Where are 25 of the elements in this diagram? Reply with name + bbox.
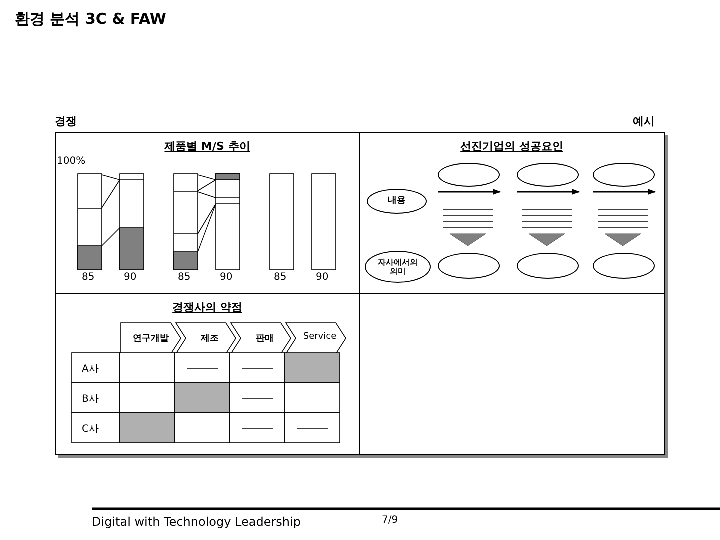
- chevron-label: 연구개발: [132, 333, 170, 345]
- section-label: 경쟁: [55, 114, 77, 129]
- panel-heading: 제품별 M/S 추이: [164, 139, 252, 154]
- section-label: 예시: [633, 114, 655, 129]
- oval-label: 내용: [367, 189, 427, 214]
- row-label: A사: [82, 363, 99, 376]
- panel-heading: 경쟁사의 약점: [172, 300, 244, 315]
- axis-label: 85: [178, 272, 191, 283]
- chevron-label: 제조: [200, 333, 220, 345]
- axis-label: 90: [220, 272, 233, 283]
- panel-heading: 선진기업의 성공요인: [460, 139, 564, 154]
- axis-label: 90: [124, 272, 137, 283]
- chevron-label: Service: [302, 332, 338, 342]
- axis-label: 85: [82, 272, 95, 283]
- chevron-label: 판매: [255, 333, 275, 345]
- axis-label: 85: [274, 272, 287, 283]
- footer-text: Digital with Technology Leadership: [92, 515, 301, 529]
- axis-label: 90: [316, 272, 329, 283]
- page-number: 7/9: [382, 515, 398, 526]
- panel: [359, 132, 665, 294]
- axis-label: 100%: [57, 156, 86, 167]
- oval-label: 자사에서의 의미: [365, 251, 431, 283]
- slide-title: 환경 분석 3C & FAW: [15, 10, 166, 29]
- row-label: C사: [82, 423, 99, 436]
- row-label: B사: [82, 393, 99, 406]
